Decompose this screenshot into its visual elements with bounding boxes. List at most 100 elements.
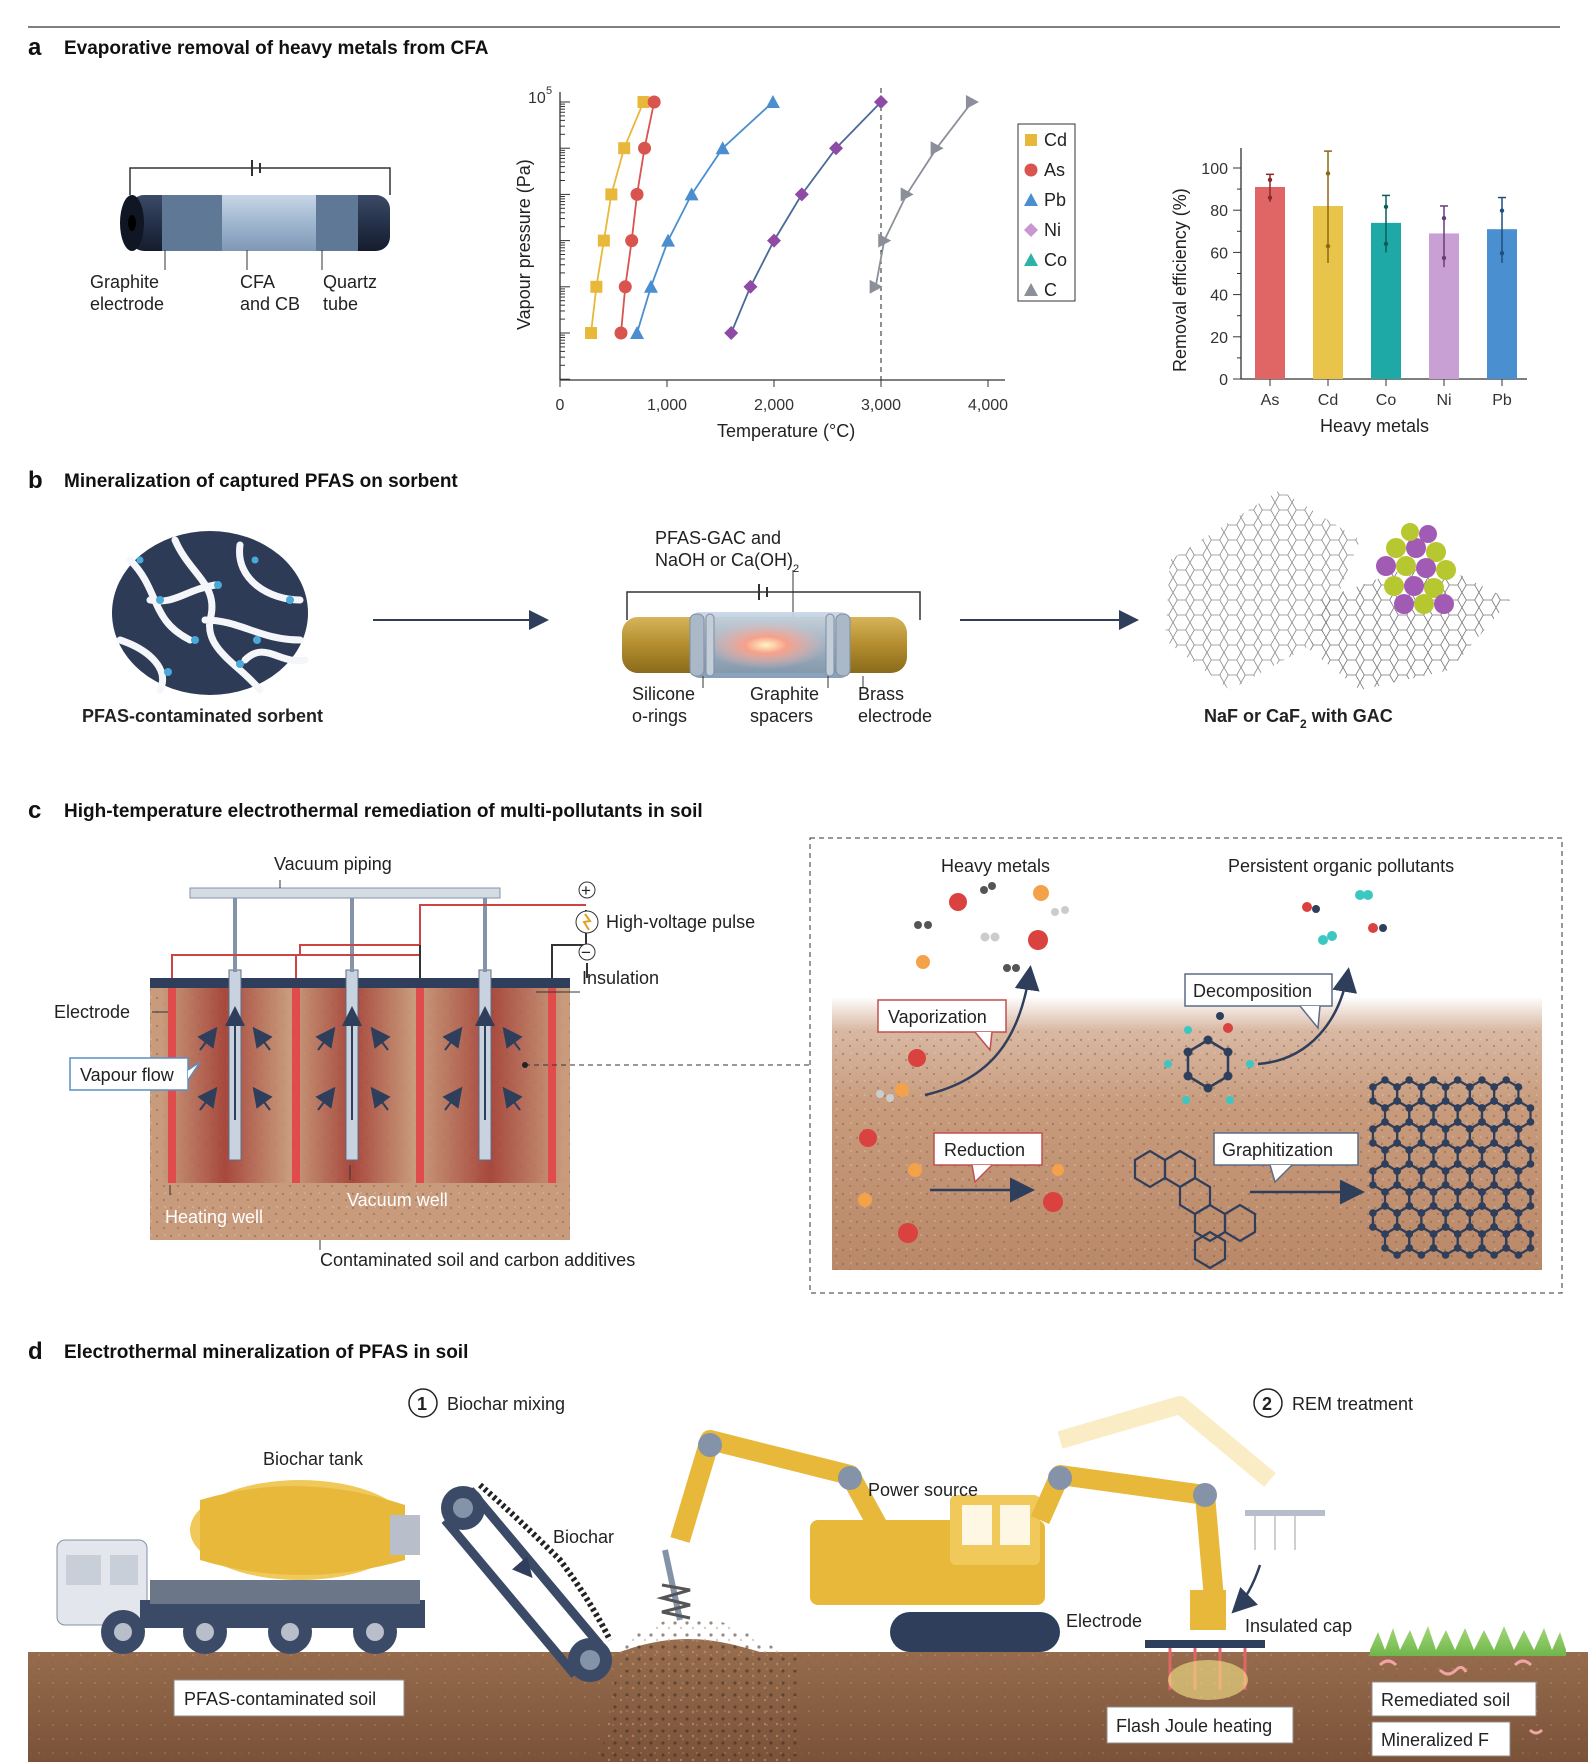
lattice-atom	[1429, 1104, 1438, 1112]
lattice-atom	[1526, 1202, 1535, 1210]
graphitic-carbon	[1133, 1149, 1257, 1270]
decomposition-callout: Decomposition	[1184, 973, 1333, 1030]
remediated-box: Remediated soil	[1371, 1681, 1537, 1717]
lattice-atom	[1441, 1251, 1450, 1259]
vp-point	[1025, 134, 1037, 146]
lattice-atom	[1478, 1076, 1486, 1084]
decomposition-label: Decomposition	[1193, 981, 1312, 1001]
soil-d-box: PFAS-contaminated soil	[173, 1679, 405, 1717]
lattice-atom	[1453, 1244, 1462, 1252]
lattice-atom	[1490, 1083, 1498, 1091]
lattice-atom	[1478, 1202, 1486, 1210]
lattice-atom	[1514, 1223, 1523, 1231]
soil-d-label: PFAS-contaminated soil	[184, 1689, 376, 1709]
lattice-atom	[1381, 1146, 1389, 1154]
vp-legend-label: As	[1044, 160, 1065, 180]
panel-b: b Mineralization of captured PFAS on sor…	[28, 467, 1510, 731]
panel-a-title: Evaporative removal of heavy metals from…	[64, 38, 489, 59]
vp-point	[724, 326, 739, 340]
lattice-atom	[1478, 1244, 1486, 1252]
re-replicate-point	[1441, 216, 1447, 221]
brass-label-2: electrode	[858, 706, 932, 726]
lattice-atom	[1369, 1209, 1377, 1217]
re-replicate-point	[1325, 171, 1331, 176]
feed-label-2: NaOH or Ca(OH)2	[655, 550, 799, 575]
lattice-atom	[1441, 1083, 1450, 1091]
vp-series-Pb	[630, 95, 780, 339]
re-replicate-point	[1499, 250, 1505, 256]
vp-line	[620, 101, 656, 334]
pop-molecules	[1164, 890, 1387, 1104]
vp-point	[618, 142, 631, 155]
lattice-atom	[1393, 1223, 1401, 1231]
lattice-atom	[1526, 1160, 1535, 1168]
vp-x-tick-label: 4,000	[968, 397, 1008, 414]
vp-point	[829, 141, 844, 156]
lattice-atom	[1526, 1146, 1535, 1154]
lattice-atom	[1526, 1118, 1535, 1126]
lattice-atom	[1453, 1202, 1462, 1210]
lattice-atom	[1490, 1209, 1498, 1217]
lattice-atom	[1405, 1188, 1413, 1196]
vp-point	[1024, 163, 1038, 177]
vp-point	[1024, 283, 1038, 296]
lattice-atom	[1514, 1139, 1523, 1147]
lattice-atom	[1490, 1251, 1498, 1259]
lattice-atom	[1429, 1076, 1438, 1084]
re-replicate-point	[1383, 241, 1389, 247]
panel-a: a Evaporative removal of heavy metals fr…	[28, 34, 1527, 441]
lattice-atom	[1369, 1181, 1377, 1189]
lattice-atom	[1429, 1160, 1438, 1168]
lattice-atom	[1417, 1097, 1426, 1105]
re-x-label: Heavy metals	[1320, 416, 1429, 436]
graphitization-label: Graphitization	[1222, 1140, 1333, 1160]
mineralized-box: Mineralized F	[1371, 1721, 1511, 1757]
lattice-atom	[1490, 1125, 1498, 1133]
vp-line	[731, 102, 881, 333]
re-bars	[1255, 150, 1517, 379]
electrode-d-label: Electrode	[1066, 1611, 1142, 1631]
lattice-atom	[1381, 1230, 1389, 1238]
lattice-atom	[1393, 1097, 1401, 1105]
lattice-atom	[1466, 1251, 1474, 1259]
vp-line	[636, 101, 774, 334]
vp-point	[630, 187, 644, 201]
vp-point	[590, 280, 603, 293]
flash-label: Flash Joule heating	[1116, 1716, 1272, 1736]
lattice-atom	[1417, 1139, 1426, 1147]
mineralized-label: Mineralized F	[1381, 1730, 1489, 1750]
vp-legend-label: Cd	[1044, 130, 1067, 150]
vp-y-label: Vapour pressure (Pa)	[514, 159, 534, 330]
vp-point	[1024, 223, 1038, 237]
vp-y-top-tick-exp: 5	[546, 85, 552, 97]
vp-point	[874, 95, 888, 109]
lattice-atom	[1393, 1251, 1401, 1259]
step1-circle	[408, 1388, 438, 1418]
lattice-atom	[1369, 1139, 1377, 1147]
lattice-atom	[1453, 1160, 1462, 1168]
re-replicate-point	[1267, 195, 1273, 200]
vp-point	[585, 327, 598, 339]
lattice-atom	[1502, 1160, 1510, 1168]
lattice-atom	[1393, 1083, 1401, 1091]
vp-legend-label: Pb	[1044, 190, 1066, 210]
lattice-atom	[1466, 1167, 1474, 1175]
vp-point	[643, 279, 658, 293]
lattice-atom	[1369, 1167, 1377, 1175]
lattice-atom	[1429, 1118, 1438, 1126]
excavator-mixer	[656, 1430, 1060, 1652]
lattice-atom	[1502, 1076, 1510, 1084]
feed-label-1: PFAS-GAC and	[655, 528, 781, 548]
lattice-atom	[1369, 1097, 1377, 1105]
vp-point	[1024, 193, 1038, 206]
lattice-atom	[1405, 1230, 1413, 1238]
vp-point	[625, 234, 639, 248]
lattice-atom	[1417, 1223, 1426, 1231]
lattice-atom	[1502, 1244, 1510, 1252]
re-replicate-point	[1325, 243, 1331, 249]
step1-num: 1	[417, 1394, 427, 1414]
lattice-atom	[1417, 1125, 1426, 1133]
panel-c: c High-temperature electrothermal remedi…	[28, 797, 1563, 1294]
lattice-atom	[1526, 1230, 1535, 1238]
